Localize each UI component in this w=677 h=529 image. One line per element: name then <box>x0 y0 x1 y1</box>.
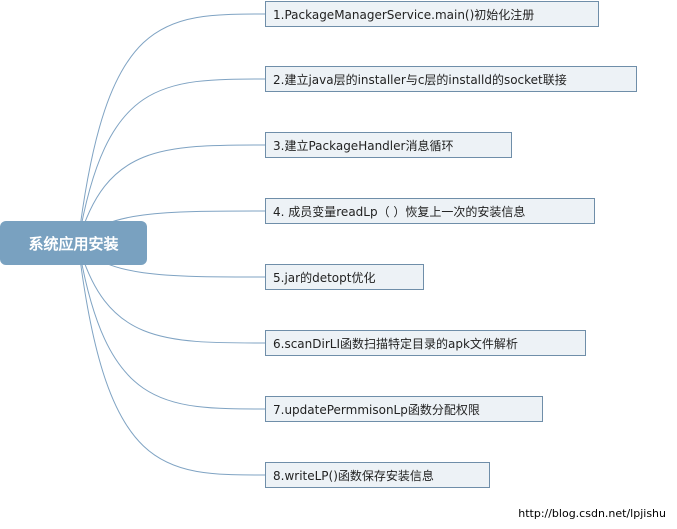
branch-node-3[interactable]: 3.建立PackageHandler消息循环 <box>265 132 512 158</box>
connector-line <box>77 242 266 344</box>
branch-node-label: 6.scanDirLI函数扫描特定目录的apk文件解析 <box>273 336 518 351</box>
branch-node-label: 2.建立java层的installer与c层的installd的socket联接 <box>273 72 567 87</box>
root-node[interactable]: 系统应用安装 <box>0 221 147 265</box>
connector-line <box>77 13 266 244</box>
branch-node-label: 4. 成员变量readLp（ ）恢复上一次的安装信息 <box>273 204 526 219</box>
branch-node-1[interactable]: 1.PackageManagerService.main()初始化注册 <box>265 1 599 27</box>
branch-node-label: 1.PackageManagerService.main()初始化注册 <box>273 7 535 22</box>
branch-node-label: 8.writeLP()函数保存安装信息 <box>273 468 434 483</box>
branch-node-label: 5.jar的detopt优化 <box>273 270 376 285</box>
branch-node-label: 7.updatePermmisonLp函数分配权限 <box>273 402 480 417</box>
branch-node-label: 3.建立PackageHandler消息循环 <box>273 138 454 153</box>
connector-line <box>77 144 266 244</box>
watermark-url: http://blog.csdn.net/lpjishu <box>518 507 666 520</box>
root-node-label: 系统应用安装 <box>28 234 119 253</box>
branch-node-8[interactable]: 8.writeLP()函数保存安装信息 <box>265 462 490 488</box>
connector-line <box>77 242 266 476</box>
connector-line <box>77 78 266 244</box>
branch-node-6[interactable]: 6.scanDirLI函数扫描特定目录的apk文件解析 <box>265 330 586 356</box>
branch-node-4[interactable]: 4. 成员变量readLp（ ）恢复上一次的安装信息 <box>265 198 595 224</box>
branch-node-7[interactable]: 7.updatePermmisonLp函数分配权限 <box>265 396 543 422</box>
branch-node-5[interactable]: 5.jar的detopt优化 <box>265 264 424 290</box>
connector-line <box>77 242 266 410</box>
branch-node-2[interactable]: 2.建立java层的installer与c层的installd的socket联接 <box>265 66 637 92</box>
